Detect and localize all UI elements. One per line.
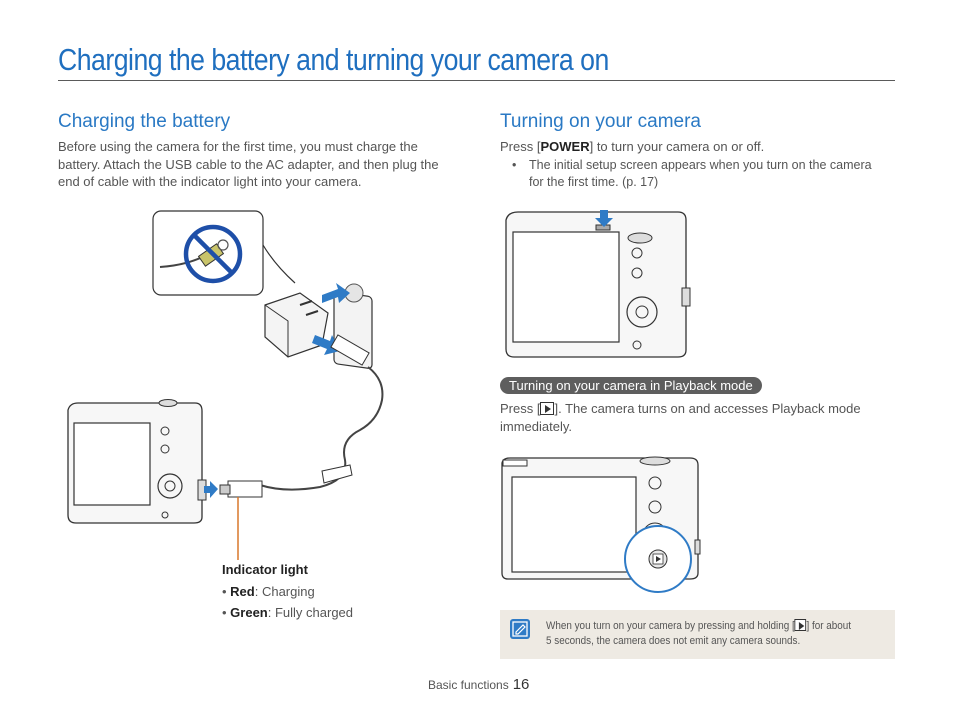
charging-intro: Before using the camera for the first ti…	[58, 139, 439, 189]
indicator-title: Indicator light	[222, 562, 308, 577]
power-press-post: ] to turn your camera on or off.	[589, 139, 765, 154]
camera-playback-illustration	[501, 456, 701, 593]
footer-section: Basic functions	[428, 678, 509, 692]
playback-line2: immediately.	[500, 418, 573, 434]
indicator-item-green: • Green: Fully charged	[222, 605, 354, 620]
playback-press-pre: Press [	[500, 401, 541, 416]
setup-bullet-line2: for the first time. (p. 17)	[529, 175, 659, 189]
setup-bullet: • The initial setup screen appears when …	[512, 157, 892, 191]
note-text: When you turn on your camera by pressing…	[546, 619, 851, 649]
power-key: POWER	[540, 139, 590, 154]
indicator-label-red: Red	[230, 584, 255, 599]
playback-instruction: Press [ ]. The camera turns on and access…	[500, 400, 895, 435]
page-title: Charging the battery and turning your ca…	[58, 42, 609, 77]
note-line1-post: ] for about	[806, 620, 852, 632]
no-plug-icon	[183, 224, 243, 284]
page-number: 16	[512, 676, 530, 693]
charging-illustration	[67, 210, 384, 560]
playback-icon	[540, 402, 555, 415]
note-line1-pre: When you turn on your camera by pressing…	[546, 620, 795, 632]
indicator-label-green: Green	[230, 605, 268, 620]
power-instruction: Press [POWER] to turn your camera on or …	[500, 138, 764, 156]
playback-press-post: ]. The camera turns on and accesses Play…	[554, 401, 861, 416]
heading-charging: Charging the battery	[58, 111, 231, 132]
playback-mode-pill: Turning on your camera in Playback mode	[500, 377, 762, 394]
heading-turning-on: Turning on your camera	[500, 111, 702, 132]
note-line2: 5 seconds, the camera does not emit any …	[546, 635, 801, 647]
title-divider	[58, 80, 895, 81]
indicator-list: • Red: Charging • Green: Fully charged	[222, 581, 353, 623]
camera-charging	[67, 399, 207, 524]
setup-bullet-line1: The initial setup screen appears when yo…	[529, 158, 872, 172]
note-icon	[510, 619, 530, 639]
indicator-desc-green: : Fully charged	[267, 605, 354, 620]
note-box	[500, 610, 895, 659]
note-playback-icon	[794, 619, 807, 631]
indicator-item-red: • Red: Charging	[222, 584, 315, 599]
camera-power-illustration	[505, 210, 691, 358]
power-press-pre: Press [	[500, 139, 541, 154]
indicator-desc-red: : Charging	[254, 584, 315, 599]
